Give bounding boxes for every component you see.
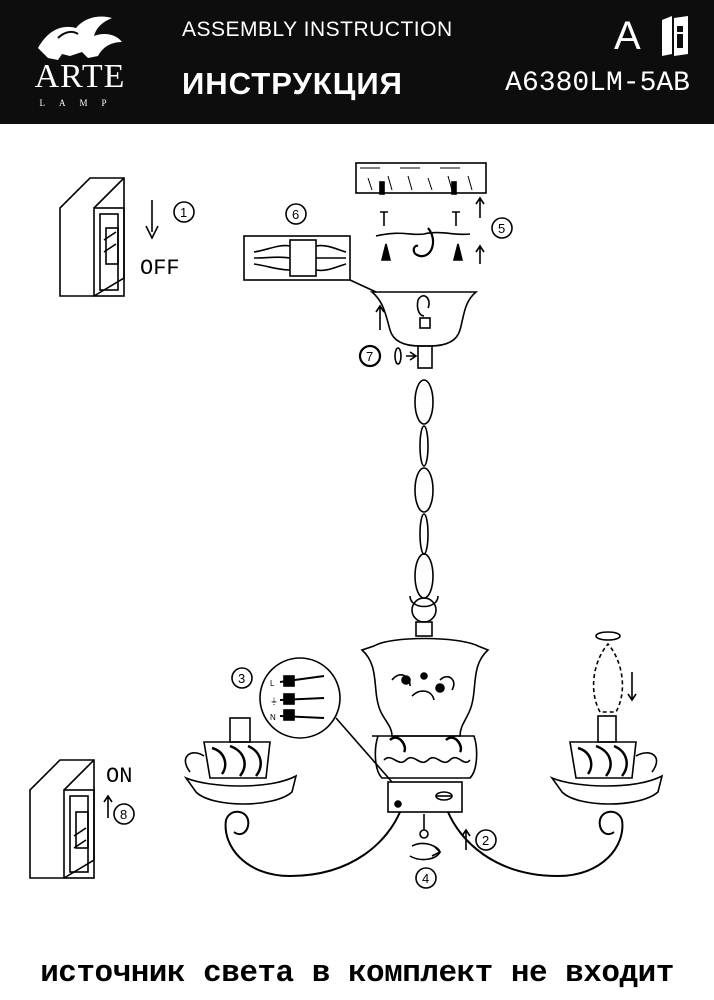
wire-label-earth: ⏚ bbox=[270, 697, 278, 706]
step-4-circle bbox=[415, 867, 437, 889]
arrow-down-icon bbox=[145, 200, 159, 240]
body-vase-icon bbox=[360, 637, 490, 737]
hook-icon bbox=[412, 227, 435, 258]
header-bar: ARTE LAMP ASSEMBLY INSTRUCTION ИНСТРУКЦИ… bbox=[0, 0, 714, 124]
anchor-icon bbox=[452, 243, 464, 261]
canopy-icon bbox=[369, 291, 479, 347]
rotate-icon bbox=[595, 631, 621, 641]
right-drip-tray-icon bbox=[549, 774, 664, 805]
step-6-number: 6 bbox=[292, 207, 299, 222]
switch-on-label: ON bbox=[106, 764, 132, 789]
step-1-circle bbox=[173, 201, 195, 223]
candle-bulb-icon bbox=[592, 642, 624, 713]
step-7-number: 7 bbox=[366, 349, 373, 364]
canopy-stem bbox=[417, 345, 433, 369]
arrow-up-icon bbox=[475, 196, 485, 218]
step-4-number: 4 bbox=[422, 871, 429, 886]
brand-subtitle: LAMP bbox=[39, 98, 121, 108]
body-base-icon bbox=[372, 735, 478, 779]
step-5-number: 5 bbox=[498, 221, 505, 236]
step-1-number: 1 bbox=[180, 205, 187, 220]
screw-icon bbox=[452, 211, 460, 226]
footer-note: источник света в комплект не входит bbox=[40, 956, 674, 991]
wall-switch-off-icon bbox=[59, 177, 125, 297]
step-2-number: 2 bbox=[482, 833, 489, 848]
step-3-circle bbox=[231, 667, 253, 689]
step-6-circle bbox=[285, 203, 307, 225]
screw-icon bbox=[380, 211, 388, 226]
wire-label-l: L bbox=[270, 679, 275, 688]
chain-icon bbox=[409, 379, 439, 608]
right-arm-icon bbox=[447, 810, 624, 878]
junction-box-icon bbox=[387, 781, 463, 813]
terminal-block-callout bbox=[243, 235, 351, 281]
rotate-icon bbox=[409, 842, 441, 861]
model-number: A6380LM-5AB bbox=[505, 68, 690, 99]
left-drip-tray-icon bbox=[183, 774, 298, 805]
screw-icon bbox=[394, 347, 402, 365]
left-arm-icon bbox=[224, 810, 401, 878]
arrow-up-icon bbox=[375, 304, 385, 330]
title-english: ASSEMBLY INSTRUCTION bbox=[182, 18, 453, 41]
step-8-number: 8 bbox=[120, 807, 127, 822]
assembly-drawing: OFF ON 1 2 3 4 5 6 7 8 L ⏚ N bbox=[29, 162, 664, 889]
arrow-down-icon bbox=[627, 672, 637, 702]
left-socket-icon bbox=[229, 717, 251, 743]
step-7-circle bbox=[358, 344, 382, 368]
step-3-number: 3 bbox=[238, 671, 245, 686]
terminal-block-icon bbox=[289, 239, 317, 277]
arrow-up-icon bbox=[475, 244, 485, 264]
class-letter: A bbox=[614, 14, 641, 58]
title-russian: ИНСТРУКЦИЯ bbox=[182, 66, 403, 101]
wall-switch-on-icon bbox=[29, 759, 95, 879]
anchor-icon bbox=[380, 243, 392, 261]
brand-name: ARTE bbox=[34, 58, 126, 95]
arrow-up-icon bbox=[103, 794, 113, 818]
step-5-circle bbox=[491, 217, 513, 239]
wire-label-n: N bbox=[270, 713, 276, 722]
loop-icon bbox=[411, 597, 437, 623]
book-info-icon bbox=[662, 16, 688, 56]
griffin-logo-icon bbox=[38, 16, 122, 60]
step-2-circle bbox=[475, 829, 497, 851]
wiring-callout bbox=[259, 657, 341, 739]
switch-off-label: OFF bbox=[140, 256, 180, 281]
step-8-circle bbox=[113, 803, 135, 825]
right-socket-icon bbox=[597, 715, 617, 743]
arrow-up-icon bbox=[461, 828, 471, 850]
